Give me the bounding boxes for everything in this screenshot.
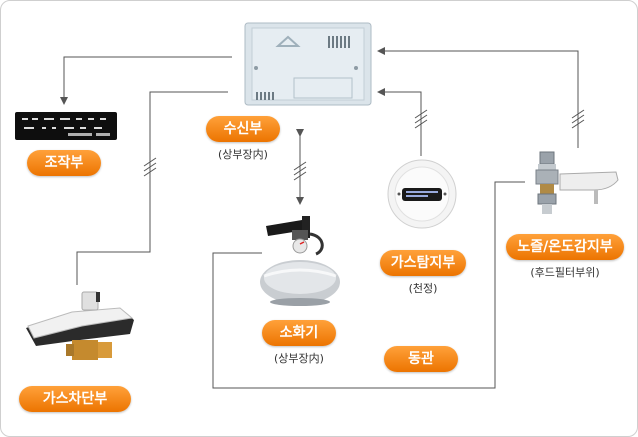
line-nozzle-to-receiver: [377, 47, 579, 148]
wire-break-marks: [143, 109, 585, 181]
line-gasvalve-to-receiver: [76, 91, 228, 285]
fire-extinguisher-icon: [254, 206, 346, 310]
nozzle-sensor-icon: [524, 150, 624, 220]
gas-detector-location: (천정): [408, 282, 438, 295]
line-receiver-to-control: [60, 56, 232, 105]
gas-shutoff-valve-icon: [22, 286, 140, 366]
line-copper-pipe: [212, 181, 525, 389]
gas-detector-icon: [386, 158, 458, 230]
receiver-label: 수신부: [206, 116, 280, 142]
control-panel-icon: [14, 110, 118, 142]
gas-valve-label: 가스차단부: [19, 386, 131, 412]
copper-pipe-label: 동관: [384, 346, 458, 372]
nozzle-sensor-location: (후드필터부위): [530, 266, 600, 279]
receiver-panel-icon: [244, 22, 372, 106]
line-detector-to-receiver: [377, 88, 422, 156]
gas-detector-label: 가스탐지부: [380, 250, 466, 276]
nozzle-sensor-label: 노즐/온도감지부: [506, 234, 624, 260]
receiver-location: (상부장内): [218, 148, 268, 161]
extinguisher-label: 소화기: [262, 320, 336, 346]
extinguisher-location: (상부장内): [274, 352, 324, 365]
control-label: 조작부: [27, 150, 101, 176]
